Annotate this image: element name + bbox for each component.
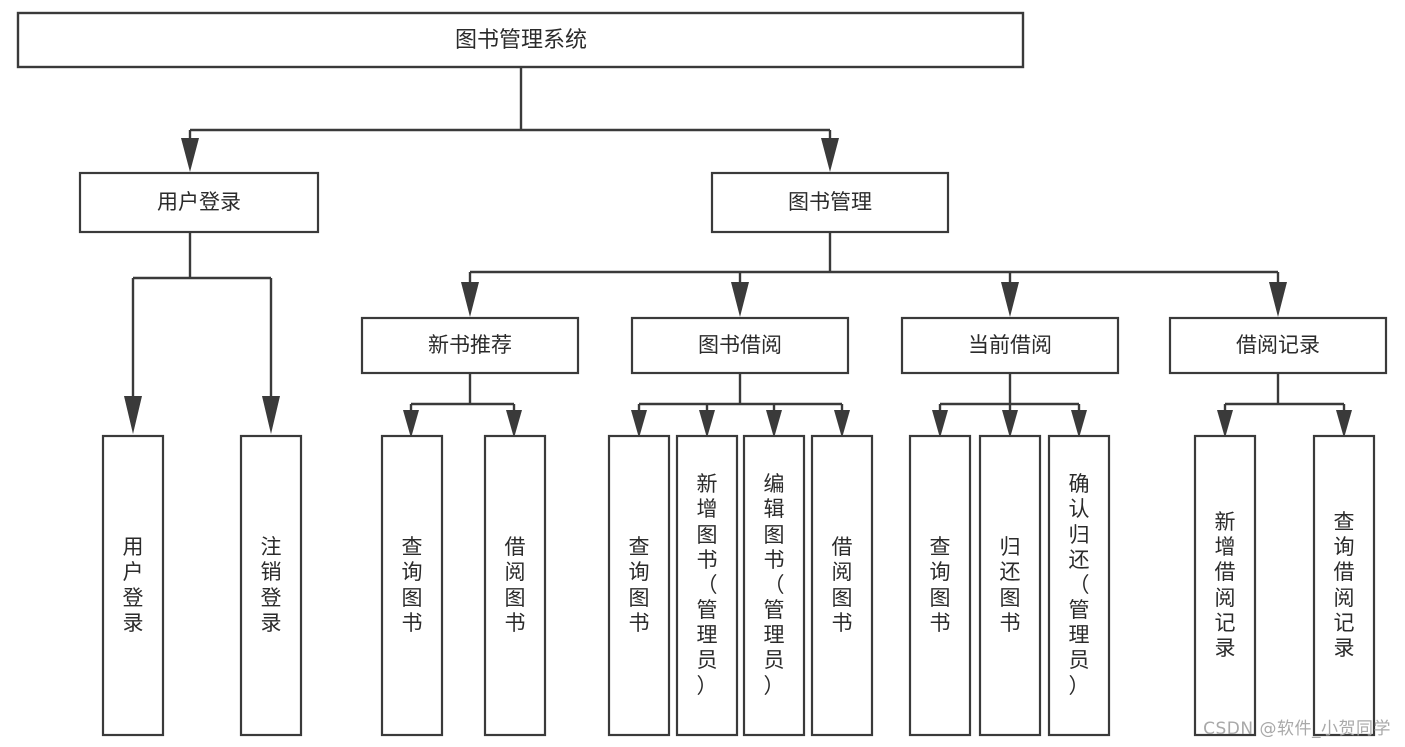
node-current-borrow-label: 当前借阅 (968, 333, 1052, 357)
arrow-head-user-login-leaf-2 (262, 396, 280, 434)
arrow-head-user-login (181, 138, 199, 172)
node-borrow-record[interactable]: 借阅记录 (1168, 316, 1388, 375)
arrow-head-borrowrecord-leaf-2 (1336, 410, 1352, 438)
node-book-borrow-label: 图书借阅 (698, 333, 782, 357)
leaf-box-book-borrow-2[interactable] (675, 434, 739, 737)
node-new-book-recommend-label: 新书推荐 (428, 333, 512, 357)
leaf-box-current-borrow-1[interactable] (908, 434, 972, 737)
node-book-borrow-box[interactable] (630, 316, 850, 375)
node-root-box[interactable] (16, 11, 1025, 69)
node-borrow-record-label: 借阅记录 (1236, 333, 1320, 357)
connectors (124, 67, 1352, 438)
arrow-head-bookborrow-leaf-1 (631, 410, 647, 438)
arrow-head-borrow-record (1269, 282, 1287, 317)
leaf-box-new-book-2[interactable] (483, 434, 547, 737)
node-current-borrow[interactable]: 当前借阅 (900, 316, 1120, 375)
node-borrow-record-box[interactable] (1168, 316, 1388, 375)
arrow-head-borrowrecord-leaf-1 (1217, 410, 1233, 438)
arrow-head-currentborrow-leaf-1 (932, 410, 948, 438)
leaf-box-user-login-1[interactable] (101, 434, 165, 737)
node-new-book-recommend[interactable]: 新书推荐 (360, 316, 580, 375)
leaf-box-book-borrow-3[interactable] (742, 434, 806, 737)
arrow-head-user-login-leaf-1 (124, 396, 142, 434)
leaf-box-new-book-1[interactable] (380, 434, 444, 737)
arrow-head-new-book (461, 282, 479, 317)
arrow-head-currentborrow-leaf-2 (1002, 410, 1018, 438)
node-user-login[interactable]: 用户登录 (78, 171, 320, 234)
leaf-box-user-login-2[interactable] (239, 434, 303, 737)
node-root[interactable]: 图书管理系统 (16, 11, 1025, 69)
leaf-box-borrow-record-2[interactable] (1312, 434, 1376, 737)
arrow-head-currentborrow-leaf-3 (1071, 410, 1087, 438)
arrow-head-book-mgmt (821, 138, 839, 172)
node-root-label: 图书管理系统 (455, 28, 587, 53)
node-current-borrow-box[interactable] (900, 316, 1120, 375)
node-book-management-box[interactable] (710, 171, 950, 234)
arrow-head-bookborrow-leaf-2 (699, 410, 715, 438)
arrow-head-newbook-leaf-1 (403, 410, 419, 438)
node-user-login-label: 用户登录 (157, 190, 241, 214)
node-new-book-recommend-box[interactable] (360, 316, 580, 375)
node-book-borrow[interactable]: 图书借阅 (630, 316, 850, 375)
node-book-management[interactable]: 图书管理 (710, 171, 950, 234)
arrow-head-bookborrow-leaf-3 (766, 410, 782, 438)
arrow-head-book-borrow (731, 282, 749, 317)
leaf-box-book-borrow-4[interactable] (810, 434, 874, 737)
watermark-text: CSDN @软件_小贺同学 (1203, 719, 1391, 739)
arrow-head-newbook-leaf-2 (506, 410, 522, 438)
leaf-box-book-borrow-1[interactable] (607, 434, 671, 737)
leaf-box-current-borrow-2[interactable] (978, 434, 1042, 737)
arrow-head-bookborrow-leaf-4 (834, 410, 850, 438)
leaf-box-borrow-record-1[interactable] (1193, 434, 1257, 737)
node-user-login-box[interactable] (78, 171, 320, 234)
node-book-management-label: 图书管理 (788, 190, 872, 214)
leaf-box-current-borrow-3[interactable] (1047, 434, 1111, 737)
arrow-head-current-borrow (1001, 282, 1019, 317)
